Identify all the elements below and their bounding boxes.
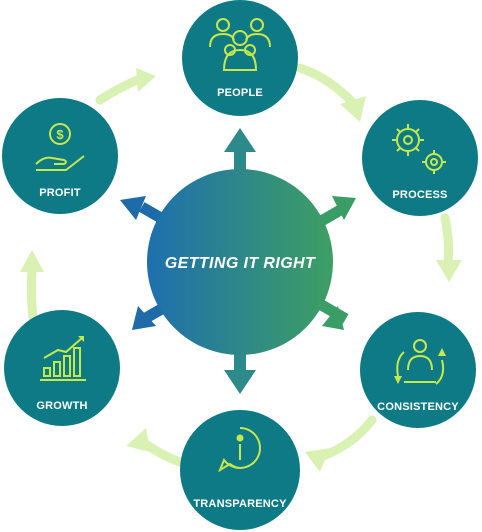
node-consistency: CONSISTENCY [360, 312, 476, 428]
node-label-profit: PROFIT [39, 187, 81, 199]
node-label-transparency: TRANSPARENCY [193, 498, 287, 510]
ring-arrowhead [126, 428, 150, 452]
node-label-process: PROCESS [392, 189, 447, 201]
node-profit: $ PROFIT [2, 98, 118, 214]
bar-chart-growth-icon [40, 336, 86, 381]
info-bubble-icon [217, 427, 261, 473]
node-label-people: PEOPLE [217, 87, 263, 99]
ring-arrowhead [305, 448, 330, 472]
hand-dollar-icon: $ [35, 123, 85, 171]
cycle-ring-heads [20, 68, 462, 472]
ring-arrowhead [136, 68, 156, 92]
node-process: PROCESS [362, 100, 478, 216]
ring-arrow-process-consistency [440, 213, 454, 267]
node-transparency: TRANSPARENCY [180, 410, 300, 530]
center-hub [147, 169, 333, 355]
svg-text:$: $ [56, 127, 64, 142]
gears-icon [392, 124, 446, 174]
ring-arrowhead [20, 250, 44, 272]
ring-arrow-profit-people [95, 73, 147, 105]
ring-arrowhead [436, 260, 462, 282]
ring-arrow-people-process [295, 63, 359, 109]
spoke-lower-right [317, 299, 349, 330]
people-icon [209, 18, 271, 71]
person-cycle-icon [394, 339, 446, 385]
node-people: PEOPLE [182, 0, 298, 116]
node-label-growth: GROWTH [36, 400, 87, 412]
center-title: GETTING IT RIGHT [165, 255, 316, 272]
ring-arrowhead [340, 96, 366, 122]
node-label-consistency: CONSISTENCY [377, 401, 459, 413]
node-growth: GROWTH [4, 310, 120, 426]
